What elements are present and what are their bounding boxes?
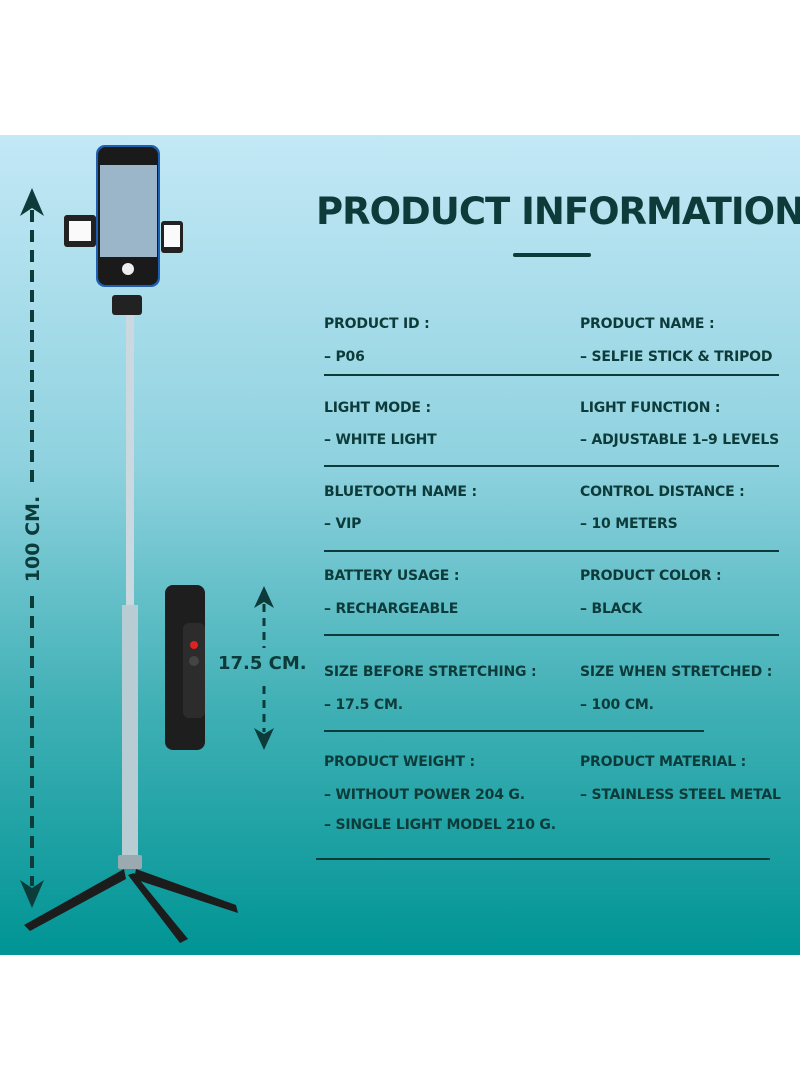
height-arrow-17cm [254, 586, 274, 750]
spec-label: LIGHT FUNCTION : [580, 400, 721, 416]
full-height-label: 100 CM. [22, 495, 44, 583]
spec-label: PRODUCT WEIGHT : [324, 754, 475, 770]
spec-label: BLUETOOTH NAME : [324, 484, 477, 500]
spec-value: – WHITE LIGHT [324, 432, 437, 448]
spec-label: CONTROL DISTANCE : [580, 484, 745, 500]
spec-label: BATTERY USAGE : [324, 568, 460, 584]
spec-label: SIZE BEFORE STRETCHING : [324, 664, 537, 680]
spec-label: LIGHT MODE : [324, 400, 431, 416]
title-underline [513, 253, 591, 257]
remote-handle [165, 585, 205, 750]
row-divider [324, 730, 704, 732]
spec-value: – BLACK [580, 601, 643, 617]
spec-value: – ADJUSTABLE 1–9 LEVELS [580, 432, 779, 448]
row-divider [316, 858, 770, 860]
spec-value: – VIP [324, 516, 362, 532]
row-divider [324, 465, 779, 467]
spec-value: – SELFIE STICK & TRIPOD [580, 349, 773, 365]
spec-value: – 100 CM. [580, 697, 654, 713]
spec-value: – 17.5 CM. [324, 697, 403, 713]
spec-value: – WITHOUT POWER 204 G. [324, 787, 525, 803]
row-divider [324, 634, 779, 636]
handle-height-label: 17.5 CM. [218, 653, 307, 674]
spec-label: SIZE WHEN STRETCHED : [580, 664, 773, 680]
spec-value: – SINGLE LIGHT MODEL 210 G. [324, 817, 556, 833]
spec-label: PRODUCT COLOR : [580, 568, 722, 584]
page-title: PRODUCT INFORMATION [316, 190, 800, 233]
spec-label: PRODUCT NAME : [580, 316, 715, 332]
selfie-stick-tripod [24, 145, 238, 943]
selfie-stick-illustration [24, 145, 238, 943]
row-divider [324, 550, 779, 552]
spec-value: – P06 [324, 349, 365, 365]
height-arrow-100cm [20, 188, 44, 908]
spec-label: PRODUCT ID : [324, 316, 430, 332]
row-divider [324, 374, 779, 376]
spec-value: – STAINLESS STEEL METAL [580, 787, 781, 803]
spec-label: PRODUCT MATERIAL : [580, 754, 747, 770]
spec-value: – 10 METERS [580, 516, 678, 532]
spec-value: – RECHARGEABLE [324, 601, 459, 617]
